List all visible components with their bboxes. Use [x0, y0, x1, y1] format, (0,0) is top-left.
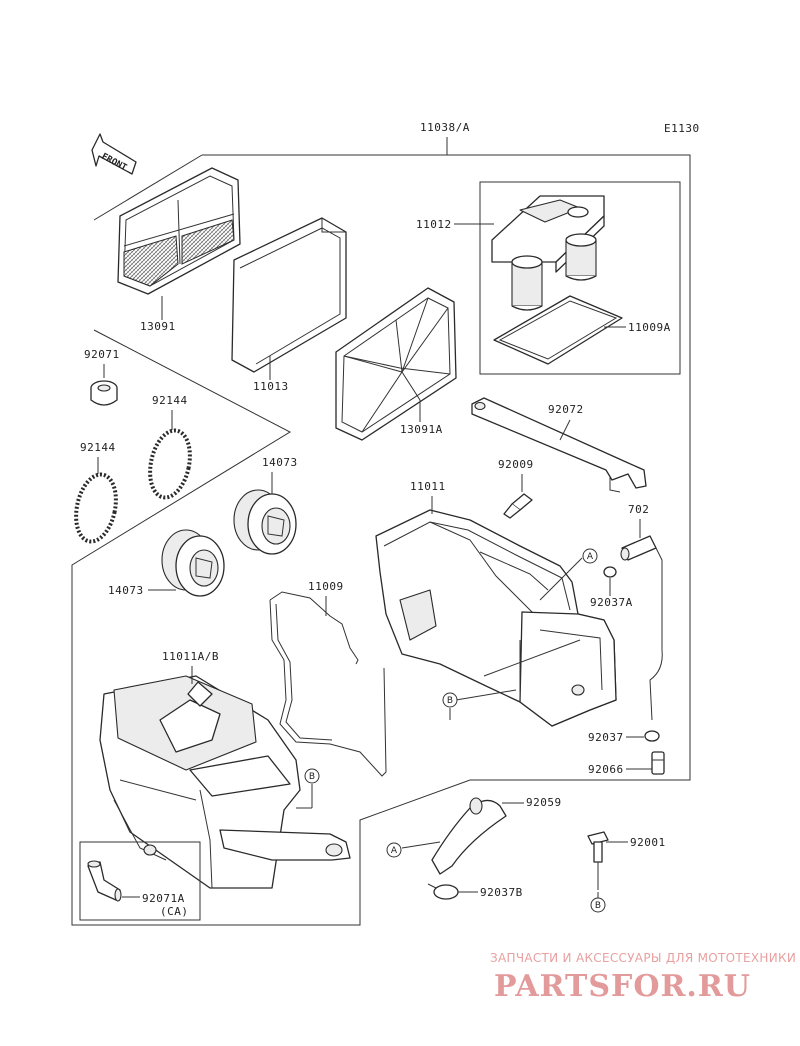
label-92072: 92072: [548, 403, 584, 416]
subassembly-box-11012: [479, 181, 681, 375]
label-92059: 92059: [526, 796, 562, 809]
clamp-92037b: [427, 883, 459, 900]
label-ca: (CA): [160, 905, 189, 918]
clamp-92037: [644, 730, 660, 742]
clamp-band-92144-upper: [148, 428, 192, 500]
bolt-92001: [587, 831, 609, 890]
plug-92071: [90, 380, 118, 406]
gasket-11009: [269, 591, 387, 777]
bracket-92072: [471, 397, 647, 493]
label-13091a: 13091A: [400, 423, 443, 436]
callout-a-lower: A: [386, 842, 402, 858]
svg-text:B: B: [309, 772, 315, 782]
tube-702: [620, 535, 663, 721]
svg-text:A: A: [587, 552, 594, 562]
fitting-92071a: [87, 860, 122, 902]
filter-element-13091a: [335, 287, 457, 441]
label-92144-upper: 92144: [152, 394, 188, 407]
label-11011ab: 11011A/B: [162, 650, 219, 663]
svg-text:B: B: [595, 901, 601, 911]
clamp-band-92144-lower: [74, 472, 118, 544]
bolt-92009: [503, 493, 533, 519]
air-cleaner-case-11011: [375, 509, 617, 727]
callout-a-upper: A: [582, 548, 598, 564]
label-11012: 11012: [416, 218, 452, 231]
svg-text:B: B: [447, 696, 453, 706]
label-14073-upper: 14073: [262, 456, 298, 469]
front-arrow-icon: FRONT: [91, 133, 137, 175]
watermark-tagline: ЗАПЧАСТИ И АКСЕССУАРЫ ДЛЯ МОТОТЕХНИКИ: [490, 951, 796, 965]
callout-b-upper: B: [442, 692, 458, 708]
clamp-92037a: [603, 566, 617, 578]
diagram-code: E1130: [664, 122, 700, 135]
subassembly-box-ca: [79, 841, 201, 921]
svg-text:A: A: [391, 846, 398, 856]
label-92037b: 92037B: [480, 886, 523, 899]
label-11013: 11013: [253, 380, 289, 393]
label-13091: 13091: [140, 320, 176, 333]
label-92001: 92001: [630, 836, 666, 849]
label-11038a: 11038/A: [420, 121, 470, 134]
callout-b-middle: B: [304, 768, 320, 784]
label-92071a: 92071A: [142, 892, 185, 905]
label-11009a: 11009A: [628, 321, 671, 334]
cap-14073-lower: [161, 529, 225, 597]
callout-b-lower: B: [590, 897, 606, 913]
label-92071: 92071: [84, 348, 120, 361]
label-92037: 92037: [588, 731, 624, 744]
plug-92066: [651, 751, 665, 775]
air-cleaner-case-11011ab: [99, 675, 351, 889]
label-702: 702: [628, 503, 649, 516]
label-92009: 92009: [498, 458, 534, 471]
cover-assembly-11012: [491, 195, 605, 311]
filter-element-11013: [231, 217, 347, 373]
label-92066: 92066: [588, 763, 624, 776]
label-92144-lower: 92144: [80, 441, 116, 454]
watermark-brand: PARTSFOR.RU: [494, 969, 751, 1004]
label-11009: 11009: [308, 580, 344, 593]
hose-92059: [431, 797, 507, 875]
gasket-11009a: [493, 295, 623, 365]
label-92037a: 92037A: [590, 596, 633, 609]
cap-14073-upper: [233, 489, 297, 555]
label-14073-lower: 14073: [108, 584, 144, 597]
label-11011: 11011: [410, 480, 446, 493]
assembly-outline: [71, 137, 691, 926]
filter-element-13091: [117, 167, 241, 295]
